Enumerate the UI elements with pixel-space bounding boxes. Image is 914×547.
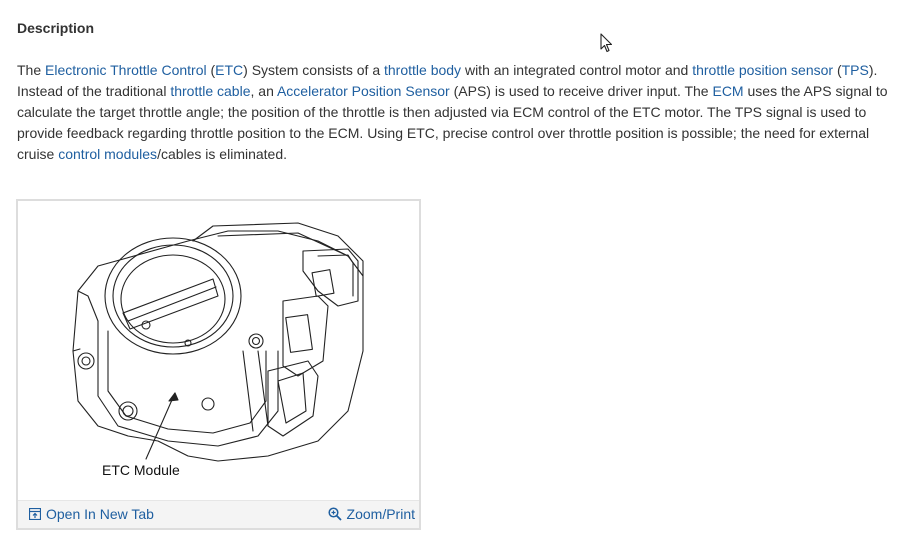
description-link[interactable]: TPS — [841, 62, 869, 78]
description-link[interactable]: control modules — [58, 146, 158, 162]
description-paragraph: The Electronic Throttle Control (ETC) Sy… — [17, 60, 907, 165]
zoom-print-label: Zoom/Print — [346, 506, 415, 522]
section-heading: Description — [17, 20, 95, 36]
mouse-cursor-icon — [600, 33, 613, 53]
description-link[interactable]: Electronic Throttle Control — [45, 62, 207, 78]
description-text: uses the APS signal to calculate the tar… — [17, 83, 888, 162]
figure-caption: ETC Module — [102, 462, 180, 478]
open-tab-icon — [29, 508, 41, 520]
open-in-new-tab-button[interactable]: Open In New Tab — [29, 506, 154, 522]
description-link[interactable]: ECM — [712, 83, 744, 99]
zoom-print-button[interactable]: Zoom/Print — [327, 506, 415, 522]
throttle-body-illustration[interactable] — [18, 201, 419, 501]
figure-container: ETC Module Open In New Tab Zoom/Print — [16, 199, 421, 530]
description-text: (APS) is used to receive driver input. T… — [449, 83, 713, 99]
description-text: ). Instead of the traditional — [17, 62, 878, 99]
description-text: ( — [206, 62, 216, 78]
description-text: ( — [833, 62, 842, 78]
open-in-new-tab-label: Open In New Tab — [46, 506, 154, 522]
description-text: , an — [250, 83, 277, 99]
description-link[interactable]: throttle cable — [170, 83, 251, 99]
figure-toolbar: Open In New Tab Zoom/Print — [18, 500, 419, 528]
description-text: The — [17, 62, 46, 78]
description-link[interactable]: throttle position sensor — [692, 62, 834, 78]
description-text: ) System consists of a — [243, 62, 384, 78]
description-text: /cables is eliminated. — [157, 146, 288, 162]
description-link[interactable]: Accelerator Position Sensor — [276, 83, 450, 99]
zoom-icon — [327, 507, 342, 521]
description-link[interactable]: throttle body — [384, 62, 462, 78]
description-text: with an integrated control motor and — [461, 62, 693, 78]
description-link[interactable]: ETC — [215, 62, 244, 78]
